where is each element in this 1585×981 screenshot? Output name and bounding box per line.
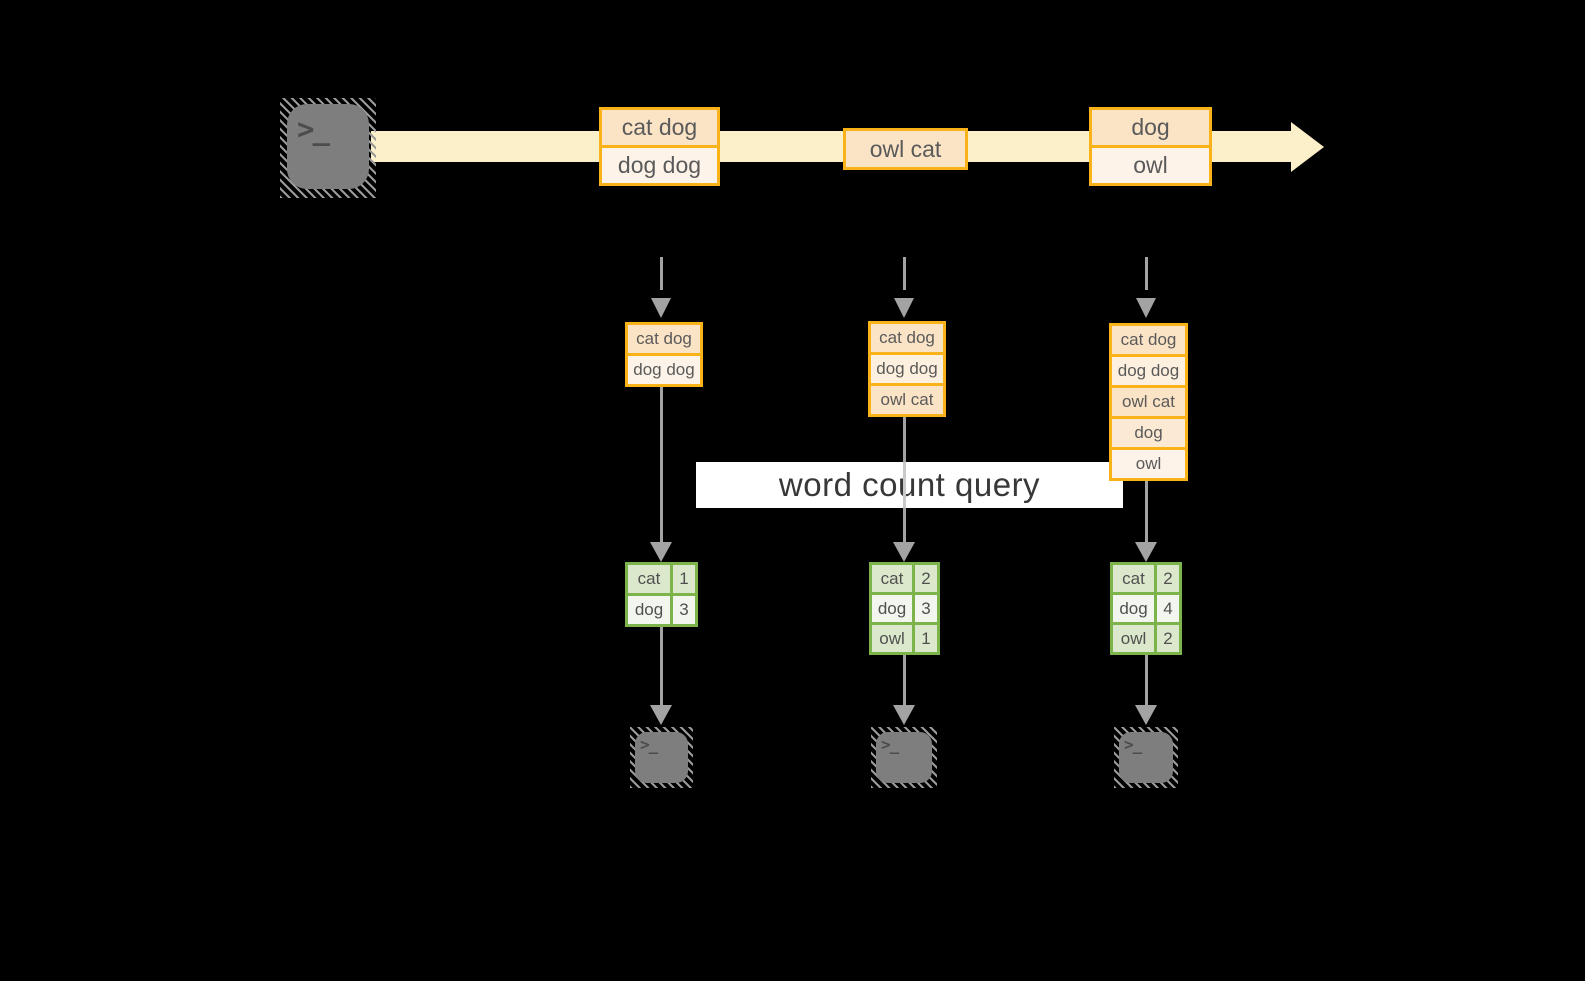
down-arrow-icon [1134,481,1158,562]
dashed-arrow-line [902,257,906,290]
arrow-line [902,655,906,705]
stream-record-cell: owl cat [846,131,965,167]
query-label: word count query [778,466,1041,503]
count-value-cell: 2 [915,565,937,592]
count-value-cell: 2 [1157,625,1179,652]
arrow-line-over-banner [903,462,906,508]
count-value-cell: 3 [915,595,937,622]
arrow-head [893,705,915,725]
dashed-arrow-head [1136,298,1156,318]
dashed-arrow-icon [1136,257,1156,318]
arrow-line [1144,481,1148,542]
down-arrow-icon [1134,655,1158,725]
arrow-line [1144,655,1148,705]
stream-record: cat dog dog dog [599,107,720,186]
query-banner: word count query [696,462,1123,508]
state-box: cat dog dog dog [625,322,703,387]
count-value-cell: 4 [1157,595,1179,622]
count-table: cat 1 dog 3 [625,562,698,627]
terminal-prompt-glyph: >_ [297,112,330,146]
dashed-arrow-icon [894,257,914,318]
stream-record-cell: cat dog [602,110,717,145]
down-arrow-icon [649,627,673,725]
down-arrow-icon [649,387,673,562]
stream-record-cell: dog [1092,110,1209,145]
state-cell: owl [1112,450,1185,478]
state-cell: owl cat [871,386,943,414]
count-value-cell: 1 [673,565,695,593]
state-box: cat dog dog dog owl cat [868,321,946,417]
count-word-cell: cat [1113,565,1154,592]
arrow-head [650,542,672,562]
arrow-line [659,627,663,705]
terminal-prompt-glyph: >_ [640,735,658,754]
state-cell: dog [1112,419,1185,447]
terminal-body [287,104,369,189]
stream-record: dog owl [1089,107,1212,186]
count-table: cat 2 dog 3 owl 1 [869,562,940,655]
state-cell: owl cat [1112,388,1185,416]
sink-terminal-icon: >_ [871,727,937,788]
terminal-body [876,732,932,783]
state-box: cat dog dog dog owl cat dog owl [1109,323,1188,481]
terminal-body [1119,732,1173,783]
state-cell: cat dog [871,324,943,352]
stream-arrowhead-icon [1291,122,1324,172]
count-value-cell: 1 [915,625,937,652]
dashed-arrow-line [1144,257,1148,290]
count-word-cell: dog [628,596,670,624]
source-terminal-icon: >_ [280,98,376,198]
count-word-cell: owl [1113,625,1154,652]
sink-terminal-icon: >_ [1114,727,1178,788]
count-value-cell: 3 [673,596,695,624]
arrow-head [650,705,672,725]
dashed-arrow-line [659,257,663,290]
state-cell: dog dog [871,355,943,383]
dashed-arrow-head [651,298,671,318]
arrow-line [659,387,663,542]
state-cell: dog dog [1112,357,1185,385]
count-word-cell: owl [872,625,912,652]
arrow-head [1135,705,1157,725]
arrow-head [893,542,915,562]
arrow-head [1135,542,1157,562]
stream-record-cell: dog dog [602,148,717,183]
dashed-arrow-icon [651,257,671,318]
state-cell: cat dog [628,325,700,353]
count-word-cell: dog [872,595,912,622]
stream-record-cell: owl [1092,148,1209,183]
terminal-prompt-glyph: >_ [1124,735,1142,754]
state-cell: dog dog [628,356,700,384]
count-word-cell: cat [628,565,670,593]
stream-record: owl cat [843,128,968,170]
count-word-cell: cat [872,565,912,592]
dashed-arrow-head [894,298,914,318]
count-value-cell: 2 [1157,565,1179,592]
count-word-cell: dog [1113,595,1154,622]
count-table: cat 2 dog 4 owl 2 [1110,562,1182,655]
terminal-prompt-glyph: >_ [881,735,899,754]
terminal-body [635,732,688,783]
down-arrow-icon [892,655,916,725]
sink-terminal-icon: >_ [630,727,693,788]
state-cell: cat dog [1112,326,1185,354]
